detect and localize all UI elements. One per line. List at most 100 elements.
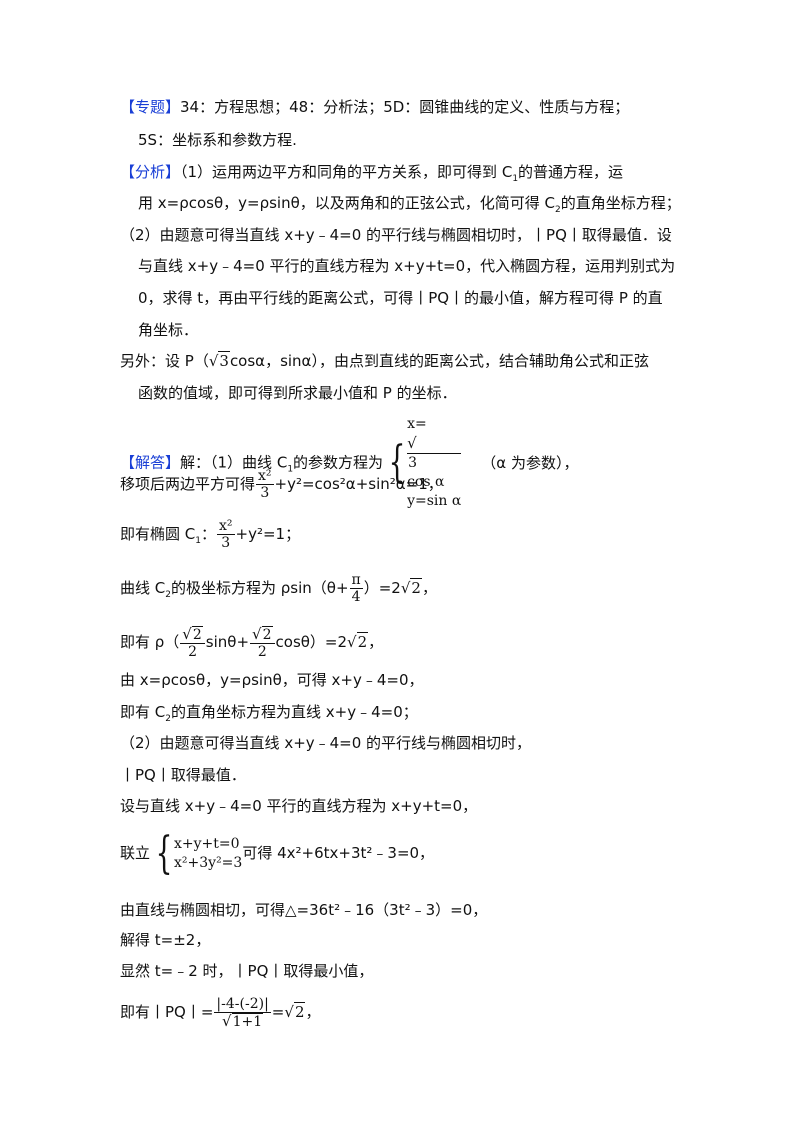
numerator: √2: [182, 624, 203, 643]
solution-text: （2）由题意可得当直线 x+y﹣4=0 的平行线与椭圆相切时，: [120, 734, 532, 752]
solution-text: 即有椭圆 C: [120, 525, 196, 543]
numerator: π: [351, 572, 361, 588]
solution-text: 显然 t=﹣2 时，丨PQ丨取得最小值，: [120, 962, 374, 980]
numerator: x²: [258, 468, 272, 484]
solution-text: 由直线与椭圆相切，可得△=36t²﹣16（3t²﹣3）=0，: [120, 901, 488, 919]
solution-text: 可得 4x²+6tx+3t²﹣3=0，: [242, 844, 435, 862]
solution-line-12: 由直线与椭圆相切，可得△=36t²﹣16（3t²﹣3）=0，: [120, 900, 487, 920]
solution-text: （α 为参数），: [481, 453, 579, 472]
analysis-text: 0，求得 t，再由平行线的距离公式，可得丨PQ丨的最小值，解方程可得 P 的直: [138, 289, 663, 307]
solution-text: 移项后两边平方可得: [120, 475, 256, 493]
sqrt-content: 2: [293, 1002, 306, 1021]
sqrt-expression: √3: [407, 434, 462, 473]
solution-line-6: 由 x=ρcosθ，y=ρsinθ，可得 x+y﹣4=0，: [120, 670, 424, 690]
solution-text: 的直角坐标方程为直线 x+y﹣4=0；: [170, 703, 418, 721]
solution-text: cosθ）=2: [275, 633, 348, 651]
analysis-line-6: 角坐标．: [138, 320, 198, 340]
topic-line-2: 5S：坐标系和参数方程.: [138, 130, 297, 150]
subscript: 2: [555, 205, 561, 215]
solution-text: 联立: [120, 844, 151, 862]
subscript: 2: [165, 590, 171, 600]
topic-tag: 【专题】: [120, 98, 181, 116]
solution-line-14: 显然 t=﹣2 时，丨PQ丨取得最小值，: [120, 961, 373, 981]
solution-text: 即有 C: [120, 703, 166, 721]
solution-text: 即有 ρ（: [120, 633, 180, 651]
topic-line-1: 【专题】34：方程思想；48：分析法；5D：圆锥曲线的定义、性质与方程；: [120, 97, 629, 117]
solution-text: ，: [421, 579, 437, 597]
solution-line-13: 解得 t=±2，: [120, 930, 210, 950]
system-row-2: y=sin α: [407, 493, 462, 509]
analysis-line-7: 另外：设 P（√3cosα，sinα），由点到直线的距离公式，结合辅助角公式和正…: [120, 351, 649, 371]
analysis-line-4: 与直线 x+y﹣4=0 平行的直线方程为 x+y+t=0，代入椭圆方程，运用判别…: [138, 256, 675, 276]
subscript: 1: [195, 536, 201, 546]
analysis-text: 用 x=ρcosθ，y=ρsinθ，以及两角和的正弦公式，化简可得 C: [138, 194, 556, 212]
analysis-tag: 【分析】: [120, 163, 181, 181]
solution-line-10: 设与直线 x+y﹣4=0 平行的直线方程为 x+y+t=0，: [120, 796, 477, 816]
numerator: √2: [252, 624, 273, 643]
solution-text: 由 x=ρcosθ，y=ρsinθ，可得 x+y﹣4=0，: [120, 671, 424, 689]
sqrt-content: 2: [356, 632, 369, 651]
system-text: x=: [407, 416, 427, 432]
subscript: 2: [165, 714, 171, 724]
analysis-line-3: （2）由题意可得当直线 x+y﹣4=0 的平行线与椭圆相切时，丨PQ丨取得最值．…: [120, 225, 672, 245]
solution-text: ，: [305, 1003, 321, 1021]
subscript: 1: [287, 464, 294, 475]
analysis-line-8: 函数的值域，即可得到所求最小值和 P 的坐标．: [138, 383, 457, 403]
denominator: 3: [256, 484, 274, 501]
left-brace: {: [388, 437, 406, 488]
solution-text: sinθ+: [205, 633, 250, 651]
denominator: 4: [349, 588, 363, 605]
system-text: cos α: [407, 474, 445, 490]
sqrt-content: 3: [218, 351, 230, 370]
solution-text: 的参数方程为: [293, 453, 384, 472]
solution-line-15: 即有丨PQ丨=|-4-(-2)|√1+1=√2，: [120, 990, 321, 1034]
solution-text: 设与直线 x+y﹣4=0 平行的直线方程为 x+y+t=0，: [120, 797, 478, 815]
topic-text-1: 34：方程思想；48：分析法；5D：圆锥曲线的定义、性质与方程；: [180, 98, 630, 116]
solution-line-7: 即有 C2的直角坐标方程为直线 x+y﹣4=0；: [120, 702, 418, 729]
sqrt-expression: √2: [400, 578, 422, 597]
left-brace: {: [155, 827, 173, 879]
solution-text: ：: [200, 525, 216, 543]
solution-text: +y²=cos²α+sin²α=1，: [274, 475, 443, 493]
analysis-line-5: 0，求得 t，再由平行线的距离公式，可得丨PQ丨的最小值，解方程可得 P 的直: [138, 288, 663, 308]
analysis-line-1: 【分析】（1）运用两边平方和同角的平方关系，即可得到 C1的普通方程，运: [120, 162, 623, 189]
solution-text: 即有丨PQ丨=: [120, 1003, 214, 1021]
sqrt-expression: √3: [208, 351, 230, 370]
denominator: 3: [217, 534, 235, 551]
fraction: |-4-(-2)|√1+1: [214, 995, 271, 1030]
numerator: |-4-(-2)|: [216, 995, 269, 1012]
solution-text: +y²=1；: [235, 525, 301, 543]
sqrt-content: 2: [410, 578, 422, 597]
solution-tag: 【解答】: [120, 453, 181, 472]
system-row-1: x+y+t=0: [174, 835, 240, 852]
solution-text: =: [271, 1003, 285, 1021]
denominator: 2: [250, 642, 275, 660]
solution-text: 的极坐标方程为 ρsin（θ+: [170, 579, 349, 597]
solution-text: 丨PQ丨取得最值．: [120, 766, 246, 784]
sqrt-content: 3: [407, 453, 462, 473]
analysis-text: 另外：设 P（: [120, 352, 209, 370]
solution-text: ）=2: [363, 579, 401, 597]
analysis-text: 的普通方程，运: [518, 163, 624, 181]
topic-text-2: 5S：坐标系和参数方程.: [138, 131, 297, 149]
sqrt-expression: √2: [284, 1002, 306, 1021]
analysis-text: cosα，sinα），由点到直线的距离公式，结合辅助角公式和正弦: [229, 352, 649, 370]
denominator: √1+1: [214, 1011, 271, 1030]
analysis-text: 与直线 x+y﹣4=0 平行的直线方程为 x+y+t=0，代入椭圆方程，运用判别…: [138, 257, 676, 275]
sqrt-content: 2: [191, 625, 203, 643]
analysis-text: （1）运用两边平方和同角的平方关系，即可得到 C: [180, 163, 513, 181]
analysis-line-2: 用 x=ρcosθ，y=ρsinθ，以及两角和的正弦公式，化简可得 C2的直角坐…: [138, 193, 681, 220]
denominator: 2: [180, 642, 205, 660]
numerator: x²: [219, 518, 233, 534]
